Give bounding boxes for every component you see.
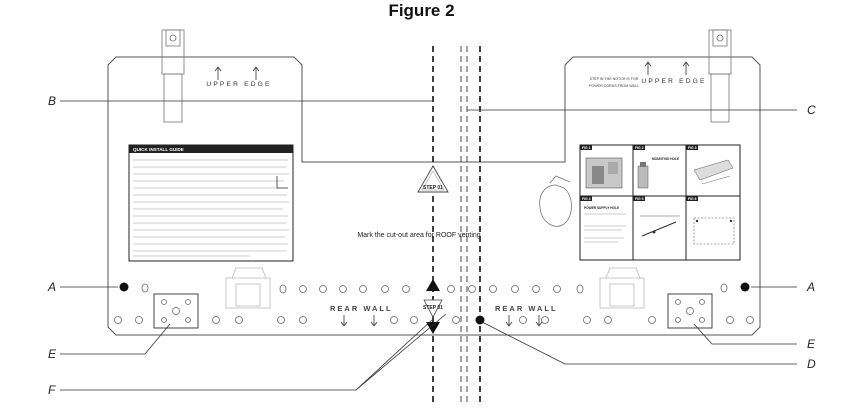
callout-d: D: [807, 357, 816, 371]
instruction-panels: FIG 1 FIG 2 FIG 3 FIG 4 FIG 5 FIG 6 MOUN…: [579, 144, 741, 261]
rear-wall-arrows: [340, 315, 543, 327]
callout-e-right: E: [807, 337, 816, 351]
mounting-template-outline: [107, 56, 761, 336]
callout-b: B: [48, 94, 56, 108]
callout-leaders: [60, 100, 797, 391]
step-warning-upper: STEP 01: [417, 165, 449, 193]
callout-c: C: [807, 103, 816, 117]
figure-title: Figure 2: [388, 1, 454, 20]
instr-mounting-hole: MOUNTING HOLE: [652, 157, 679, 161]
rear-wall-label-left: REAR WALL: [330, 304, 393, 313]
corner-plate-left: [153, 293, 199, 329]
cutout-instruction: Mark the cut-out area for ROOF venting: [357, 232, 480, 239]
instr-tag-6: FIG 6: [688, 197, 697, 201]
callout-f: F: [48, 383, 56, 397]
instr-power-supply: POWER SUPPLY HOLE: [584, 206, 619, 210]
upper-edge-label: UPPER EDGE: [206, 81, 271, 88]
upper-edge-right: UPPER EDGE STEP IN THE NOTCH IS FOR POWE…: [589, 61, 706, 88]
locator-dot-left: [119, 282, 129, 292]
quick-install-guide-title: QUICK INSTALL GUIDE: [133, 147, 184, 152]
mounting-holes: [114, 283, 754, 324]
upper-edge-label-right: UPPER EDGE: [641, 78, 706, 85]
rear-wall-label-right: REAR WALL: [495, 304, 558, 313]
callout-e-left: E: [48, 347, 57, 361]
notch-note-line2: POWER CORDS FROM WALL: [589, 84, 639, 88]
quick-install-guide: QUICK INSTALL GUIDE: [128, 144, 294, 262]
step-label-lower: STEP 01: [423, 305, 443, 311]
notch-note-line1: STEP IN THE NOTCH IS FOR: [590, 77, 639, 81]
step-markers-middle: STEP 01: [423, 279, 443, 334]
instr-tag-2: FIG 2: [635, 146, 644, 150]
locator-dot-d: [475, 315, 485, 325]
step-label-upper: STEP 01: [423, 185, 443, 191]
round-cutout-tab: [549, 175, 571, 184]
callout-a-left: A: [47, 280, 56, 294]
device-sketch-right: [599, 267, 645, 309]
corner-plate-right: [667, 293, 713, 329]
right-hanging-bracket: [708, 29, 732, 123]
instr-tag-5: FIG 5: [635, 197, 644, 201]
corner-mark-left: [276, 176, 288, 189]
instr-tag-3: FIG 3: [688, 146, 697, 150]
device-sketch-left: [225, 267, 271, 309]
round-cutout-outline: [539, 184, 572, 227]
instr-tag-4: FIG 4: [582, 197, 591, 201]
upper-edge-left: UPPER EDGE: [206, 66, 271, 88]
instr-tag-1: FIG 1: [582, 146, 591, 150]
left-hanging-bracket: [161, 29, 185, 123]
callout-a-right: A: [806, 280, 815, 294]
locator-dot-right: [740, 282, 750, 292]
